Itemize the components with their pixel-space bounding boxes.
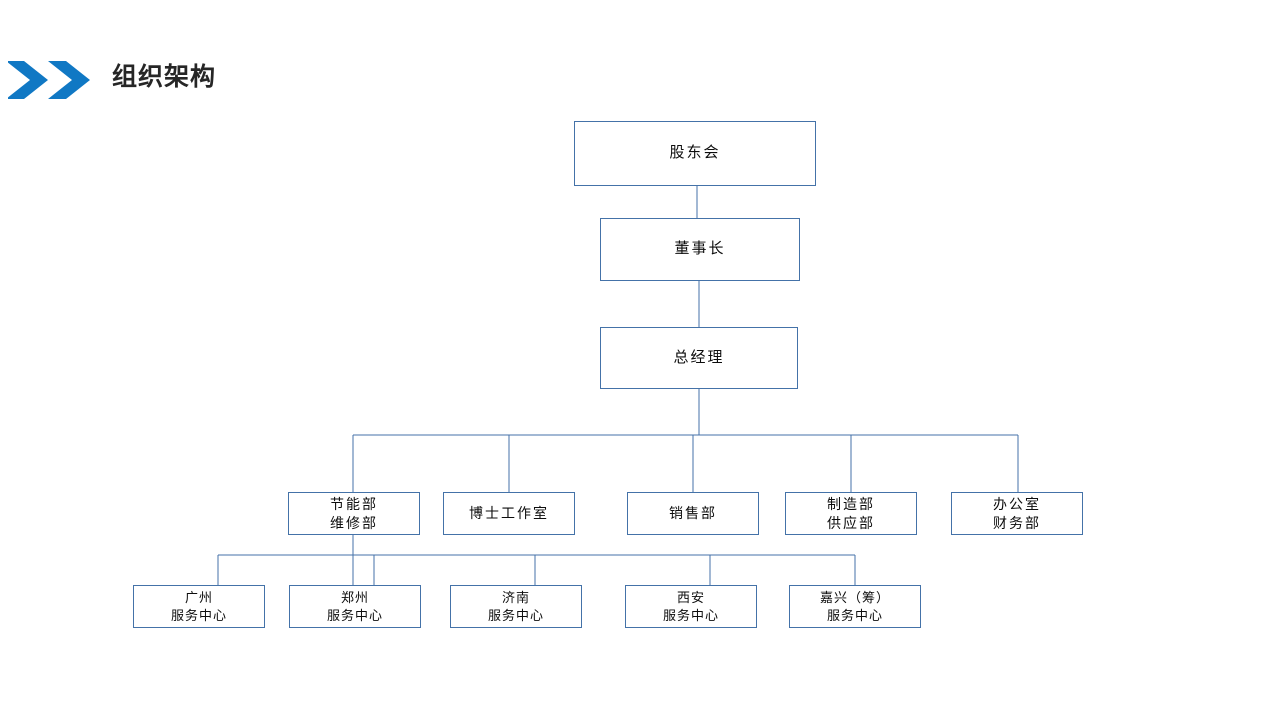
node-label: 董事长 xyxy=(674,240,726,258)
node-label-line1: 制造部 xyxy=(827,495,875,512)
page-title: 组织架构 xyxy=(112,63,217,91)
node-shareholders[interactable]: 股东会 xyxy=(574,121,816,186)
node-label-line2: 服务中心 xyxy=(662,607,719,623)
node-label-line1: 销售部 xyxy=(669,505,717,522)
node-label-line1: 西安 xyxy=(676,589,705,605)
node-label-line2: 服务中心 xyxy=(487,607,544,623)
node-label-line2: 服务中心 xyxy=(170,607,227,623)
node-service-center-jiaxing[interactable]: 嘉兴（筹） 服务中心 xyxy=(789,585,921,628)
node-department-office-finance[interactable]: 办公室 财务部 xyxy=(951,492,1083,535)
node-label-line1: 办公室 xyxy=(993,495,1041,512)
node-label-line2: 服务中心 xyxy=(326,607,383,623)
node-label-line2: 维修部 xyxy=(330,514,378,531)
node-label-line1: 嘉兴（筹） xyxy=(819,589,890,605)
node-department-manufacturing-supply[interactable]: 制造部 供应部 xyxy=(785,492,917,535)
node-department-doctoral-studio[interactable]: 博士工作室 xyxy=(443,492,575,535)
node-service-center-zhengzhou[interactable]: 郑州 服务中心 xyxy=(289,585,421,628)
node-service-center-jinan[interactable]: 济南 服务中心 xyxy=(450,585,582,628)
double-chevron-right-icon xyxy=(8,61,90,99)
node-label-line2: 服务中心 xyxy=(826,607,883,623)
node-label-line2: 供应部 xyxy=(827,514,875,531)
node-department-sales[interactable]: 销售部 xyxy=(627,492,759,535)
node-label: 总经理 xyxy=(673,348,725,366)
node-chairman[interactable]: 董事长 xyxy=(600,218,800,281)
node-label: 股东会 xyxy=(669,144,721,162)
node-service-center-guangzhou[interactable]: 广州 服务中心 xyxy=(133,585,265,628)
node-label-line1: 济南 xyxy=(501,589,530,605)
node-department-energy-maintenance[interactable]: 节能部 维修部 xyxy=(288,492,420,535)
node-label-line1: 节能部 xyxy=(330,495,378,512)
node-label-line1: 广州 xyxy=(184,589,213,605)
node-label-line1: 博士工作室 xyxy=(469,505,549,522)
node-service-center-xian[interactable]: 西安 服务中心 xyxy=(625,585,757,628)
page-header: 组织架构 xyxy=(0,52,1280,112)
node-label-line2: 财务部 xyxy=(993,514,1041,531)
node-general-manager[interactable]: 总经理 xyxy=(600,327,798,389)
node-label-line1: 郑州 xyxy=(340,589,369,605)
